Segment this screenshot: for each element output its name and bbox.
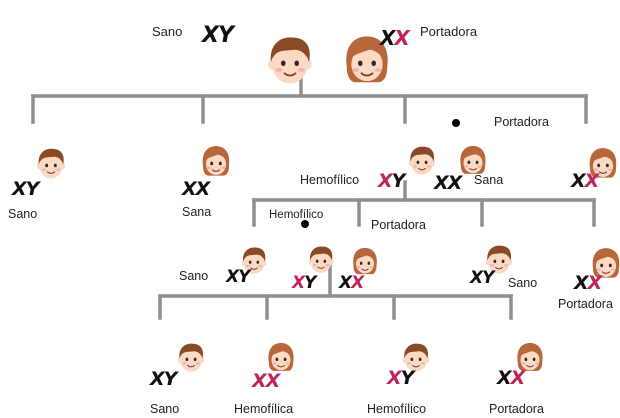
person-status-label: Sana (474, 173, 504, 187)
chromosome-x: X (447, 172, 463, 194)
person-status-label: Hemofílico (269, 209, 324, 221)
person-status-label: Portadora (489, 402, 544, 416)
chromosome-pair: XX (380, 26, 410, 50)
chromosome-x: X (470, 268, 483, 288)
chromosome-pair: XX (571, 170, 600, 192)
chromosome-x: X (150, 368, 165, 390)
person-status-label: Sano (150, 402, 180, 416)
chromosome-x: X (202, 23, 219, 48)
chromosome-pair: XY (226, 267, 250, 287)
person-status-label: Portadora (558, 297, 613, 311)
chromosome-pair: XX (434, 172, 463, 194)
person-status-label: Portadora (371, 218, 426, 232)
chromosome-x: X (497, 367, 512, 389)
chromosome-x: X (195, 178, 211, 200)
chromosome-y: Y (400, 367, 415, 389)
chromosome-x: X (378, 170, 393, 192)
person-status-label: Sana (182, 205, 212, 219)
chromosome-y: Y (238, 267, 250, 287)
chromosome-x: X (265, 370, 281, 392)
chromosome-y: Y (163, 368, 178, 390)
person-status-label: Hemofílica (234, 402, 294, 416)
chromosome-x: X (252, 370, 267, 392)
chromosome-pair: XX (182, 178, 211, 200)
chromosome-x: X (182, 178, 197, 200)
chromosome-y: Y (304, 273, 316, 293)
chromosome-pair: XY (150, 368, 178, 390)
chromosome-x: X (12, 178, 27, 200)
chromosome-x: X (339, 273, 352, 293)
chromosome-x: X (292, 273, 305, 293)
person-status-label: Portadora (420, 24, 478, 39)
chromosome-pair: XY (378, 170, 406, 192)
chromosome-pair: XY (12, 178, 40, 200)
person-status-label: Sano (179, 269, 209, 283)
chromosome-pair: XX (497, 367, 526, 389)
chromosome-x: X (380, 26, 395, 50)
chromosome-x: X (387, 367, 402, 389)
chromosome-y: Y (25, 178, 40, 200)
person-status-label: Sano (152, 24, 183, 39)
chromosome-x: X (587, 272, 603, 294)
person-status-label: Hemofílico (300, 173, 360, 187)
person-status-label: Hemofílico (367, 402, 427, 416)
chromosome-x: X (394, 26, 409, 50)
marker-dot-icon (452, 119, 460, 127)
chromosome-x: X (510, 367, 526, 389)
chromosome-pair: XX (252, 370, 281, 392)
chromosome-pair: XX (339, 273, 364, 293)
chromosome-pair: XY (202, 23, 234, 48)
chromosome-pair: XX (574, 272, 603, 294)
chromosome-x: X (351, 273, 364, 293)
chromosome-x: X (226, 267, 239, 287)
chromosome-pair: XY (470, 268, 494, 288)
chromosome-x: X (574, 272, 589, 294)
person-status-label: Sano (8, 207, 38, 221)
chromosome-y: Y (482, 268, 494, 288)
chromosome-pair: XY (387, 367, 415, 389)
chromosome-x: X (434, 172, 449, 194)
chromosome-y: Y (391, 170, 406, 192)
person-status-label: Portadora (494, 115, 549, 129)
chromosome-x: X (571, 170, 586, 192)
chromosome-pair: XY (292, 273, 316, 293)
chromosome-x: X (584, 170, 600, 192)
person-status-label: Sano (508, 276, 538, 290)
chromosome-y: Y (217, 23, 234, 48)
marker-dot-icon (301, 220, 309, 228)
